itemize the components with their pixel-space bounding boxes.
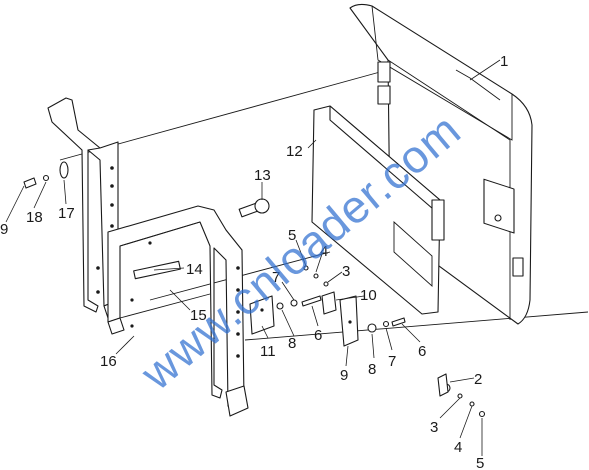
callout-10: 10 xyxy=(360,287,377,304)
callout-8-left: 8 xyxy=(288,335,296,352)
callout-3-lower: 3 xyxy=(430,419,438,436)
callout-8-right: 8 xyxy=(368,361,376,378)
callout-9-right: 9 xyxy=(340,367,348,384)
front-support-frame xyxy=(107,205,249,417)
callout-16: 16 xyxy=(100,353,117,370)
part-13-bolt xyxy=(238,198,270,218)
callout-3-upper: 3 xyxy=(342,263,350,280)
callout-18: 18 xyxy=(26,209,43,226)
callout-7-left: 7 xyxy=(272,269,280,286)
callout-6-left: 6 xyxy=(314,327,322,344)
callout-7-right: 7 xyxy=(388,353,396,370)
callout-1: 1 xyxy=(500,53,508,70)
leader-lines xyxy=(5,59,501,456)
callout-11: 11 xyxy=(260,343,276,360)
callout-labels: 1 12 13 14 15 16 9 18 17 5 4 3 10 7 11 8… xyxy=(0,53,508,470)
callout-5-lower: 5 xyxy=(476,455,484,470)
callout-6-right: 6 xyxy=(418,343,426,360)
callout-4-upper: 4 xyxy=(320,243,328,260)
part-10-bracket xyxy=(321,291,359,347)
callout-13: 13 xyxy=(254,167,271,184)
callout-4-lower: 4 xyxy=(454,439,462,456)
part-12-insulation-board xyxy=(311,105,445,315)
callout-12: 12 xyxy=(286,143,303,160)
callout-5-upper: 5 xyxy=(288,227,296,244)
part-11-bracket xyxy=(249,295,275,335)
callout-2: 2 xyxy=(474,371,482,388)
callout-14: 14 xyxy=(186,261,203,278)
callout-17: 17 xyxy=(58,205,75,222)
callout-9-left: 9 xyxy=(0,221,8,238)
callout-15: 15 xyxy=(190,307,207,324)
part-1-rear-panel xyxy=(349,3,533,325)
